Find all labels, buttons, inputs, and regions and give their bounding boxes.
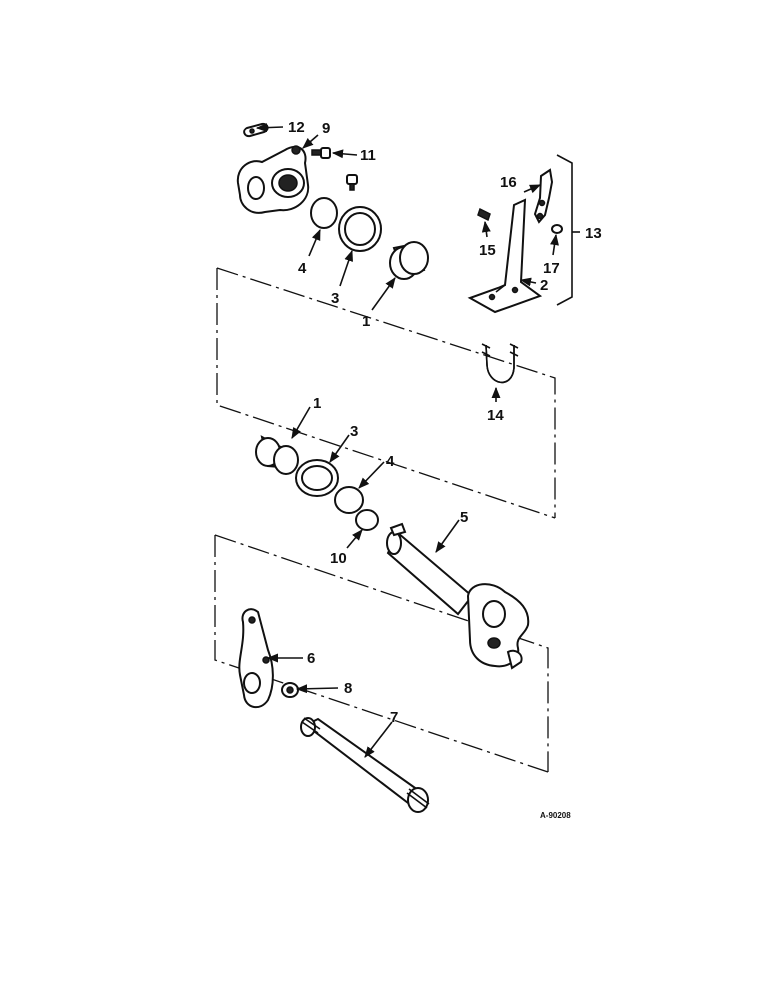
seal-part-3-lower [295,459,339,497]
u-bolt-part-14 [481,343,519,384]
callout-5: 5 [460,509,468,526]
pin-part-15 [477,207,491,222]
leader-lines [255,123,580,758]
arm-part-9 [236,145,310,214]
callout-12: 12 [288,119,305,136]
callout-14: 14 [487,407,504,424]
callout-10: 10 [330,550,347,567]
lever-part-16 [533,168,554,224]
bolt-part-11 [311,147,331,159]
callout-3-upper: 3 [331,290,339,307]
figure-id: A-90208 [540,811,571,820]
callout-13: 13 [585,225,602,242]
callout-3-lower: 3 [350,423,358,440]
callout-4-lower: 4 [386,453,395,470]
callout-7: 7 [390,709,398,726]
ring-part-4-lower [334,486,364,514]
ring-part-10 [355,509,379,531]
seal-part-3-upper [338,206,382,252]
callout-16: 16 [500,174,517,191]
callout-11: 11 [360,147,376,164]
bushing-part-1-lower [255,435,299,475]
lower-assembly-boundary [214,534,549,773]
washer-part-8 [281,682,299,698]
callout-17: 17 [543,260,560,277]
lever-part-6 [238,608,274,709]
callout-8: 8 [344,680,352,697]
bushing-part-1-upper [389,241,429,280]
upper-assembly-boundary [216,267,556,519]
callout-4-upper: 4 [298,260,307,277]
callout-2: 2 [540,277,548,294]
callout-1-lower: 1 [313,395,321,412]
link-part-12 [243,122,269,138]
splined-shaft-part-7 [300,717,430,813]
callout-9: 9 [322,120,330,137]
callout-15: 15 [479,242,496,259]
ring-part-4-upper [310,197,338,229]
shaft-part-5 [386,522,530,670]
bolt-loose [346,174,358,191]
callout-6: 6 [307,650,315,667]
washer-part-17 [551,224,563,234]
callout-1-upper: 1 [362,313,370,330]
